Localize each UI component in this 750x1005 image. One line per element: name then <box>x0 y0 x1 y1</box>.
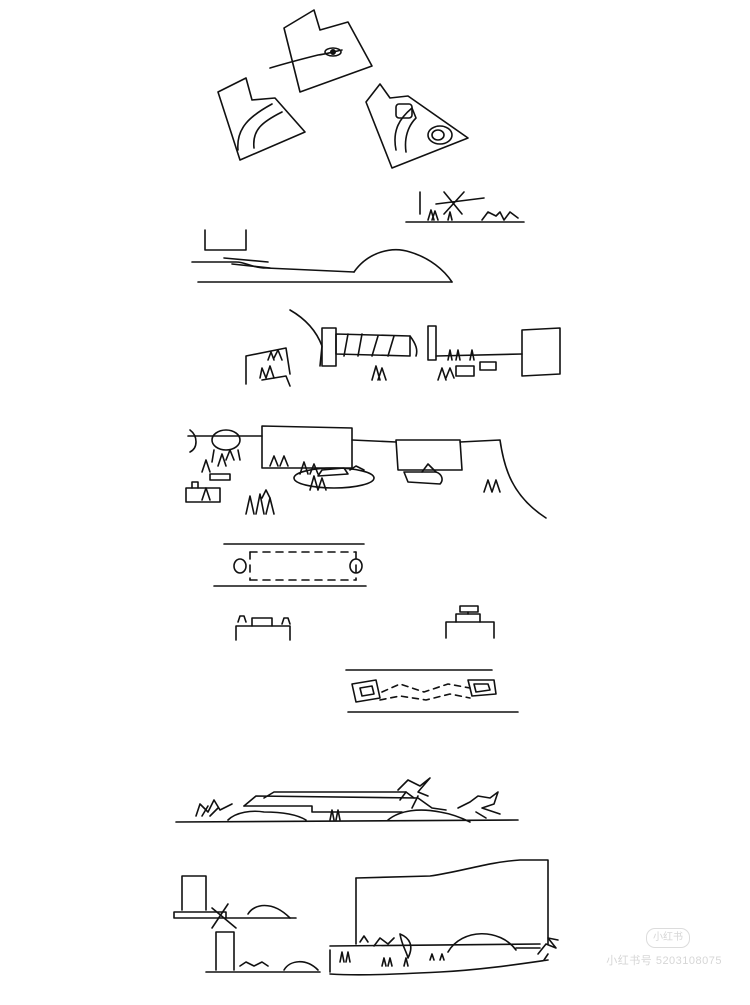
long-elevation-terraces <box>175 777 519 823</box>
plan-strip-dashed-route-2 <box>345 669 519 713</box>
section-ground-dome <box>191 229 453 283</box>
small-elevation-left <box>235 615 291 641</box>
perspective-plaza-scene-2 <box>185 425 547 519</box>
small-elevation-right <box>445 605 495 639</box>
site-plan-parcel-right <box>365 83 469 169</box>
watermark-id-text: 小红书号 5203108075 <box>606 955 722 967</box>
perspective-street-scene-1 <box>245 309 561 387</box>
bottom-right-section <box>329 859 559 976</box>
site-plan-parcel-top <box>269 9 373 93</box>
plan-strip-dashed-route-1 <box>213 543 367 587</box>
bottom-left-elevations <box>173 875 321 973</box>
watermark-logo: 小红书 <box>646 928 690 948</box>
elevation-small-x-tree <box>405 191 525 223</box>
site-plan-parcel-left <box>217 77 306 161</box>
